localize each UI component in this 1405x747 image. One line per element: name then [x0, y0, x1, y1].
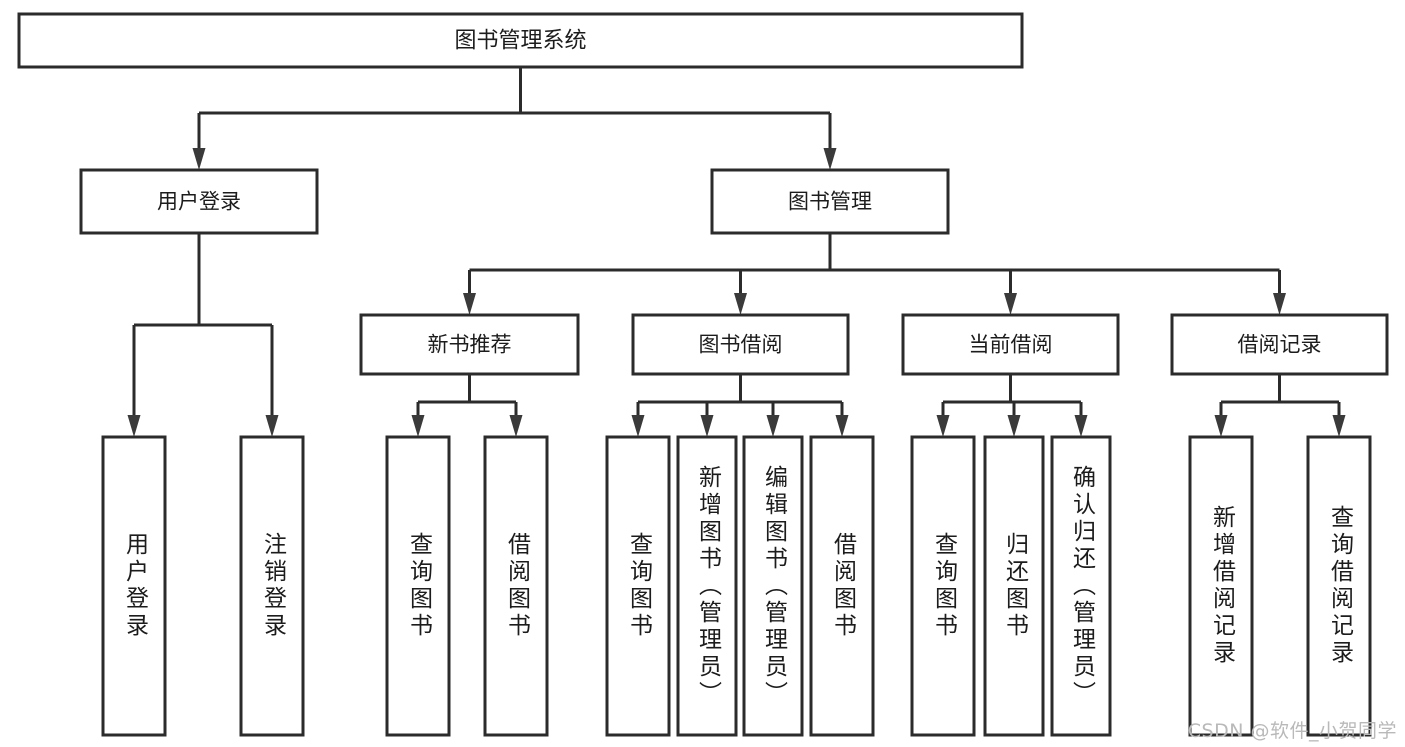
- connector-group-new-book-recommend: [411, 374, 523, 437]
- arrow-head-icon: [936, 415, 950, 437]
- arrow-head-icon: [835, 415, 849, 437]
- arrow-head-icon: [1004, 293, 1017, 315]
- connector-group-book-management: [463, 233, 1286, 315]
- node-box-leaf-borrow-book-2[interactable]: [809, 435, 875, 737]
- arrow-head-icon: [1074, 415, 1088, 437]
- node-box-leaf-query-borrow-record[interactable]: [1306, 435, 1372, 737]
- connector-group-current-borrow: [936, 374, 1088, 437]
- arrow-head-icon: [265, 415, 279, 437]
- arrow-head-icon: [1332, 415, 1346, 437]
- node-box-leaf-borrow-book-1[interactable]: [483, 435, 549, 737]
- node-label-current-borrow: 当前借阅: [969, 333, 1053, 357]
- node-box-user-login[interactable]: [79, 168, 319, 235]
- node-box-leaf-add-borrow-record[interactable]: [1188, 435, 1254, 737]
- arrow-head-icon: [411, 415, 425, 437]
- node-box-book-borrow[interactable]: [631, 313, 850, 376]
- node-box-leaf-query-book-2[interactable]: [605, 435, 671, 737]
- node-box-leaf-user-logout[interactable]: [239, 435, 305, 737]
- node-label-book-management: 图书管理: [788, 190, 872, 214]
- node-box-borrow-record[interactable]: [1170, 313, 1389, 376]
- arrow-head-icon: [463, 293, 476, 315]
- node-box-leaf-query-book-1[interactable]: [385, 435, 451, 737]
- arrow-head-icon: [509, 415, 523, 437]
- arrow-head-icon: [766, 415, 780, 437]
- node-box-leaf-return-book[interactable]: [983, 435, 1045, 737]
- connector-layer: [127, 67, 1346, 437]
- arrow-head-icon: [734, 293, 747, 315]
- node-box-leaf-user-login[interactable]: [101, 435, 167, 737]
- connector-group-borrow-record: [1214, 374, 1346, 437]
- arrow-head-icon: [127, 415, 141, 437]
- node-box-new-book-recommend[interactable]: [359, 313, 580, 376]
- connector-group-root: [192, 67, 837, 170]
- node-label-borrow-record: 借阅记录: [1238, 333, 1322, 357]
- connector-group-user-login: [127, 233, 279, 437]
- node-box-leaf-add-book[interactable]: [676, 435, 738, 737]
- arrow-head-icon: [1214, 415, 1228, 437]
- arrow-head-icon: [700, 415, 714, 437]
- node-box-current-borrow[interactable]: [901, 313, 1120, 376]
- node-label-new-book-recommend: 新书推荐: [428, 333, 512, 357]
- node-label-root: 图书管理系统: [454, 29, 586, 54]
- node-box-leaf-query-book-3[interactable]: [910, 435, 976, 737]
- arrow-head-icon: [1007, 415, 1021, 437]
- arrow-head-icon: [192, 148, 206, 170]
- node-box-root[interactable]: [17, 12, 1024, 69]
- node-box-book-management[interactable]: [710, 168, 950, 235]
- node-box-leaf-edit-book[interactable]: [742, 435, 804, 737]
- arrow-head-icon: [1273, 293, 1286, 315]
- connector-group-book-borrow: [631, 374, 849, 437]
- node-box-leaf-confirm-return[interactable]: [1050, 435, 1112, 737]
- watermark-text: CSDN @软件_小贺同学: [1187, 720, 1397, 742]
- node-label-book-borrow: 图书借阅: [699, 333, 783, 357]
- arrow-head-icon: [631, 415, 645, 437]
- node-layer: [17, 12, 1389, 737]
- node-label-user-login: 用户登录: [157, 190, 241, 214]
- arrow-head-icon: [823, 148, 837, 170]
